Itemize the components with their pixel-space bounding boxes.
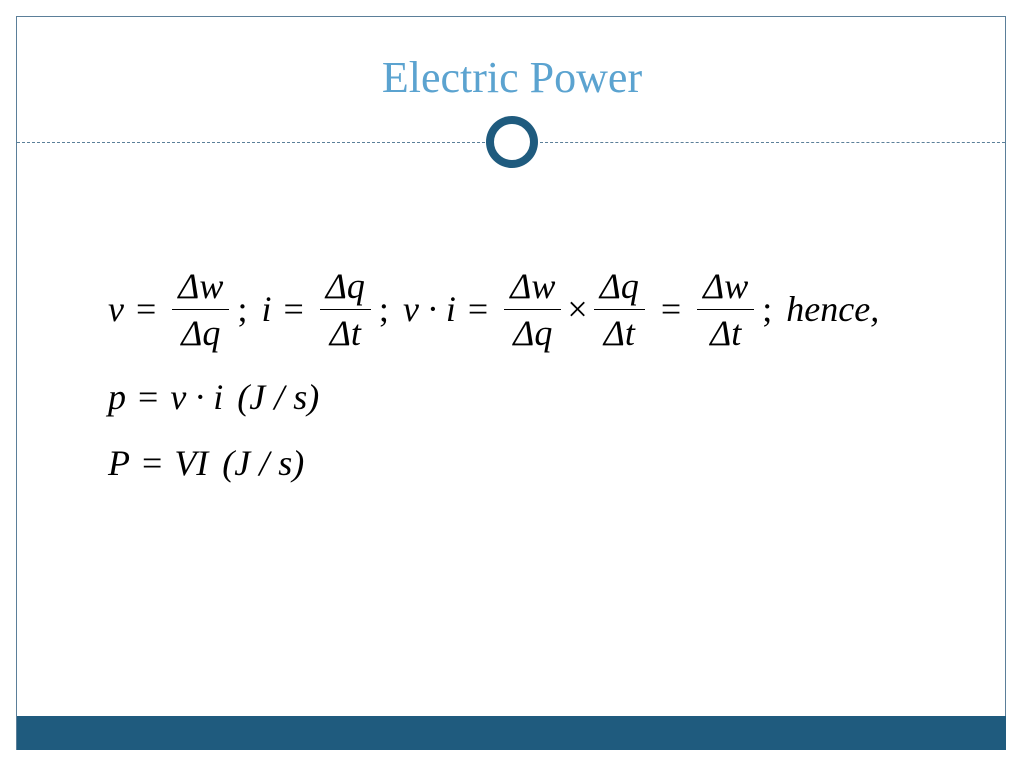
- eq1-equals-3: =: [467, 289, 489, 329]
- eq1-equals-4: =: [660, 289, 682, 329]
- eq1-equals-2: =: [283, 289, 304, 329]
- divider-ring-icon: [486, 116, 538, 168]
- eq2-v-dot-i: v · i: [170, 377, 224, 417]
- equations-block: v = Δw Δq ; i = Δq Δt ; v · i = Δw Δq × …: [108, 254, 928, 488]
- eq1-frac3-denominator: Δq: [513, 312, 553, 353]
- eq2-p: p: [108, 377, 126, 417]
- eq1-frac4-numerator: Δq: [599, 265, 639, 306]
- eq1-semicolon-1: ;: [237, 289, 248, 329]
- eq1-frac3-numerator: Δw: [510, 265, 556, 306]
- eq3-unit: (J / s): [222, 443, 305, 483]
- slide-title: Electric Power: [381, 53, 643, 102]
- eq3-equals: =: [142, 443, 163, 483]
- eq2-equals: =: [138, 377, 159, 417]
- fraction-bar: [593, 308, 645, 310]
- eq1-semicolon-3: ;: [762, 289, 773, 329]
- eq1-frac1-denominator: Δq: [181, 312, 221, 353]
- eq3-P: P: [108, 443, 130, 483]
- eq1-equals-1: =: [135, 289, 157, 329]
- eq1-times: ×: [567, 289, 588, 329]
- divider-ring-inner: [491, 121, 533, 163]
- eq1-v-dot-i: v · i: [402, 289, 456, 329]
- eq1-v: v: [108, 289, 124, 329]
- eq1-frac5-numerator: Δw: [703, 265, 749, 306]
- eq1-i: i: [261, 289, 272, 329]
- eq1-frac2-denominator: Δt: [329, 312, 361, 353]
- fraction-bar: [172, 308, 230, 310]
- eq1-hence: hence,: [786, 289, 880, 329]
- eq1-fraction-dw-dq-2: Δw Δq: [504, 265, 562, 354]
- equation-row-3: P = VI (J / s): [108, 438, 928, 488]
- eq2-unit: (J / s): [237, 377, 320, 417]
- equation-row-2: p = v · i (J / s): [108, 372, 928, 422]
- title-divider-right: [540, 142, 1005, 143]
- eq1-fraction-dq-dt-2: Δq Δt: [593, 265, 645, 354]
- title-divider-left: [17, 142, 485, 143]
- equation-row-1: v = Δw Δq ; i = Δq Δt ; v · i = Δw Δq × …: [108, 254, 928, 364]
- eq1-frac1-numerator: Δw: [178, 265, 224, 306]
- fraction-bar: [319, 308, 371, 310]
- eq1-frac2-numerator: Δq: [325, 265, 365, 306]
- eq3-VI: VI: [174, 443, 209, 483]
- fraction-bar: [504, 308, 562, 310]
- eq1-fraction-dw-dq: Δw Δq: [172, 265, 230, 354]
- eq1-fraction-dq-dt: Δq Δt: [319, 265, 371, 354]
- eq1-semicolon-2: ;: [378, 289, 389, 329]
- fraction-bar: [697, 308, 755, 310]
- eq1-frac5-denominator: Δt: [710, 312, 742, 353]
- eq1-frac4-denominator: Δt: [603, 312, 635, 353]
- bottom-bar: [17, 716, 1006, 750]
- eq1-fraction-dw-dt: Δw Δt: [697, 265, 755, 354]
